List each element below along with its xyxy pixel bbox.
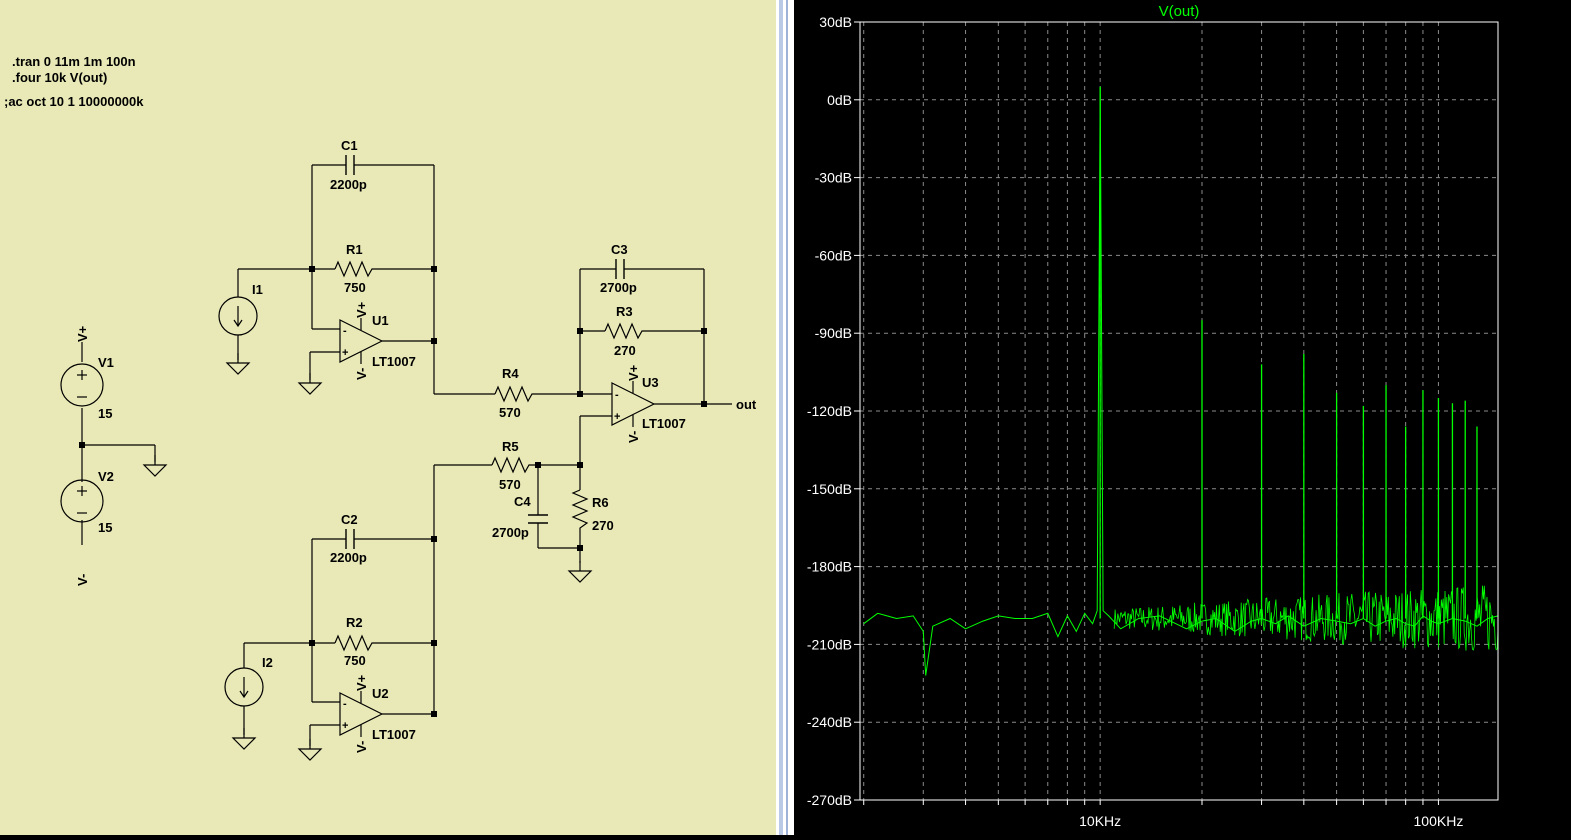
directive-four[interactable]: .four 10k V(out) (12, 70, 107, 85)
u1-plus-pin: + (342, 347, 348, 359)
current-source-i2[interactable] (224, 667, 264, 707)
x-tick-label: 100KHz (1414, 813, 1464, 829)
y-tick-label: -240dB (807, 714, 852, 730)
splitter-stripe (779, 0, 783, 835)
r5-value: 570 (499, 477, 521, 492)
x-tick-label: 10KHz (1079, 813, 1121, 829)
u2-model: LT1007 (372, 727, 416, 742)
c4-label: C4 (514, 494, 531, 509)
u3-minus-pin: - (615, 389, 619, 401)
r4-label: R4 (502, 366, 519, 381)
vplus-net-label: V+ (75, 325, 90, 342)
u2-vminus-pin: V- (354, 741, 369, 753)
u2-vplus-pin: V+ (354, 674, 369, 691)
u1-minus-pin: - (343, 325, 347, 337)
y-axis-ticks: 30dB 0dB -30dB -60dB -90dB -120dB -150dB -180dB… (807, 14, 860, 808)
r1-value: 750 (344, 280, 366, 295)
trace-title[interactable]: V(out) (1159, 3, 1200, 20)
opamp-u2[interactable] (339, 691, 384, 737)
junction-dots (79, 266, 707, 717)
c2-value: 2200p (330, 550, 367, 565)
v2-label: V2 (98, 469, 114, 484)
out-net-label: out (736, 397, 757, 412)
current-source-i1[interactable] (218, 296, 258, 336)
y-tick-label: -210dB (807, 636, 852, 652)
opamp-u3[interactable] (611, 381, 656, 427)
y-tick-label: -30dB (815, 170, 852, 186)
r1-label: R1 (346, 242, 363, 257)
u1-vminus-pin: V- (354, 368, 369, 380)
v1-label: V1 (98, 355, 114, 370)
u2-label: U2 (372, 686, 389, 701)
plot-frame (859, 21, 1499, 801)
u3-vplus-pin: V+ (626, 364, 641, 381)
y-tick-label: -180dB (807, 559, 852, 575)
u1-model: LT1007 (372, 354, 416, 369)
directive-ac[interactable]: ;ac oct 10 1 10000000k (4, 94, 144, 109)
u1-vplus-pin: V+ (354, 301, 369, 318)
r6-label: R6 (592, 495, 609, 510)
noise-floor (1113, 585, 1499, 651)
r3-label: R3 (616, 304, 633, 319)
r5-label: R5 (502, 439, 519, 454)
u2-minus-pin: - (343, 698, 347, 710)
directive-tran[interactable]: .tran 0 11m 1m 100n (12, 54, 136, 69)
voltage-source-v1[interactable] (60, 363, 104, 407)
c3-value: 2700p (600, 280, 637, 295)
r2-value: 750 (344, 653, 366, 668)
c4-value: 2700p (492, 525, 529, 540)
v2-value: 15 (98, 520, 112, 535)
c1-label: C1 (341, 138, 358, 153)
fft-plot[interactable]: V(out) 30dB 0dB -30dB -60dB -90dB -120dB -150d… (794, 0, 1571, 835)
trace-v-out[interactable] (863, 86, 1499, 676)
y-tick-label: -120dB (807, 403, 852, 419)
y-tick-label: -60dB (815, 247, 852, 263)
u3-vminus-pin: V- (626, 431, 641, 443)
voltage-source-v2[interactable] (60, 479, 104, 523)
schematic-editor[interactable]: .tran 0 11m 1m 100n .four 10k V(out) ;ac… (0, 0, 776, 835)
c1-value: 2200p (330, 177, 367, 192)
u3-model: LT1007 (642, 416, 686, 431)
r2-label: R2 (346, 615, 363, 630)
y-tick-label: -270dB (807, 792, 852, 808)
wires (81, 164, 732, 746)
r4-value: 570 (499, 405, 521, 420)
v1-value: 15 (98, 406, 112, 421)
i1-label: I1 (252, 282, 263, 297)
y-tick-label: -90dB (815, 325, 852, 341)
u3-label: U3 (642, 375, 659, 390)
u3-plus-pin: + (614, 411, 620, 423)
pane-splitter[interactable] (776, 0, 794, 835)
schematic-canvas[interactable]: .tran 0 11m 1m 100n .four 10k V(out) ;ac… (0, 0, 776, 835)
capacitor-plates (345, 155, 625, 549)
y-tick-label: 0dB (827, 92, 852, 108)
c3-label: C3 (611, 242, 628, 257)
splitter-stripe (786, 0, 788, 835)
vminus-net-label: V- (75, 574, 90, 586)
ground-symbols (143, 352, 592, 761)
plot-grid (860, 22, 1498, 800)
resistor-bodies (334, 260, 645, 652)
y-tick-label: 30dB (819, 14, 852, 30)
r6-value: 270 (592, 518, 614, 533)
y-tick-label: -150dB (807, 481, 852, 497)
u2-plus-pin: + (342, 720, 348, 732)
waveform-viewer[interactable]: V(out) 30dB 0dB -30dB -60dB -90dB -120dB -150d… (794, 0, 1571, 835)
opamp-u1[interactable] (339, 318, 384, 364)
x-axis-ticks: 10KHz 100KHz (863, 800, 1464, 829)
r3-value: 270 (614, 343, 636, 358)
trace-line (863, 86, 1499, 676)
u1-label: U1 (372, 313, 389, 328)
i2-label: I2 (262, 655, 273, 670)
c2-label: C2 (341, 512, 358, 527)
